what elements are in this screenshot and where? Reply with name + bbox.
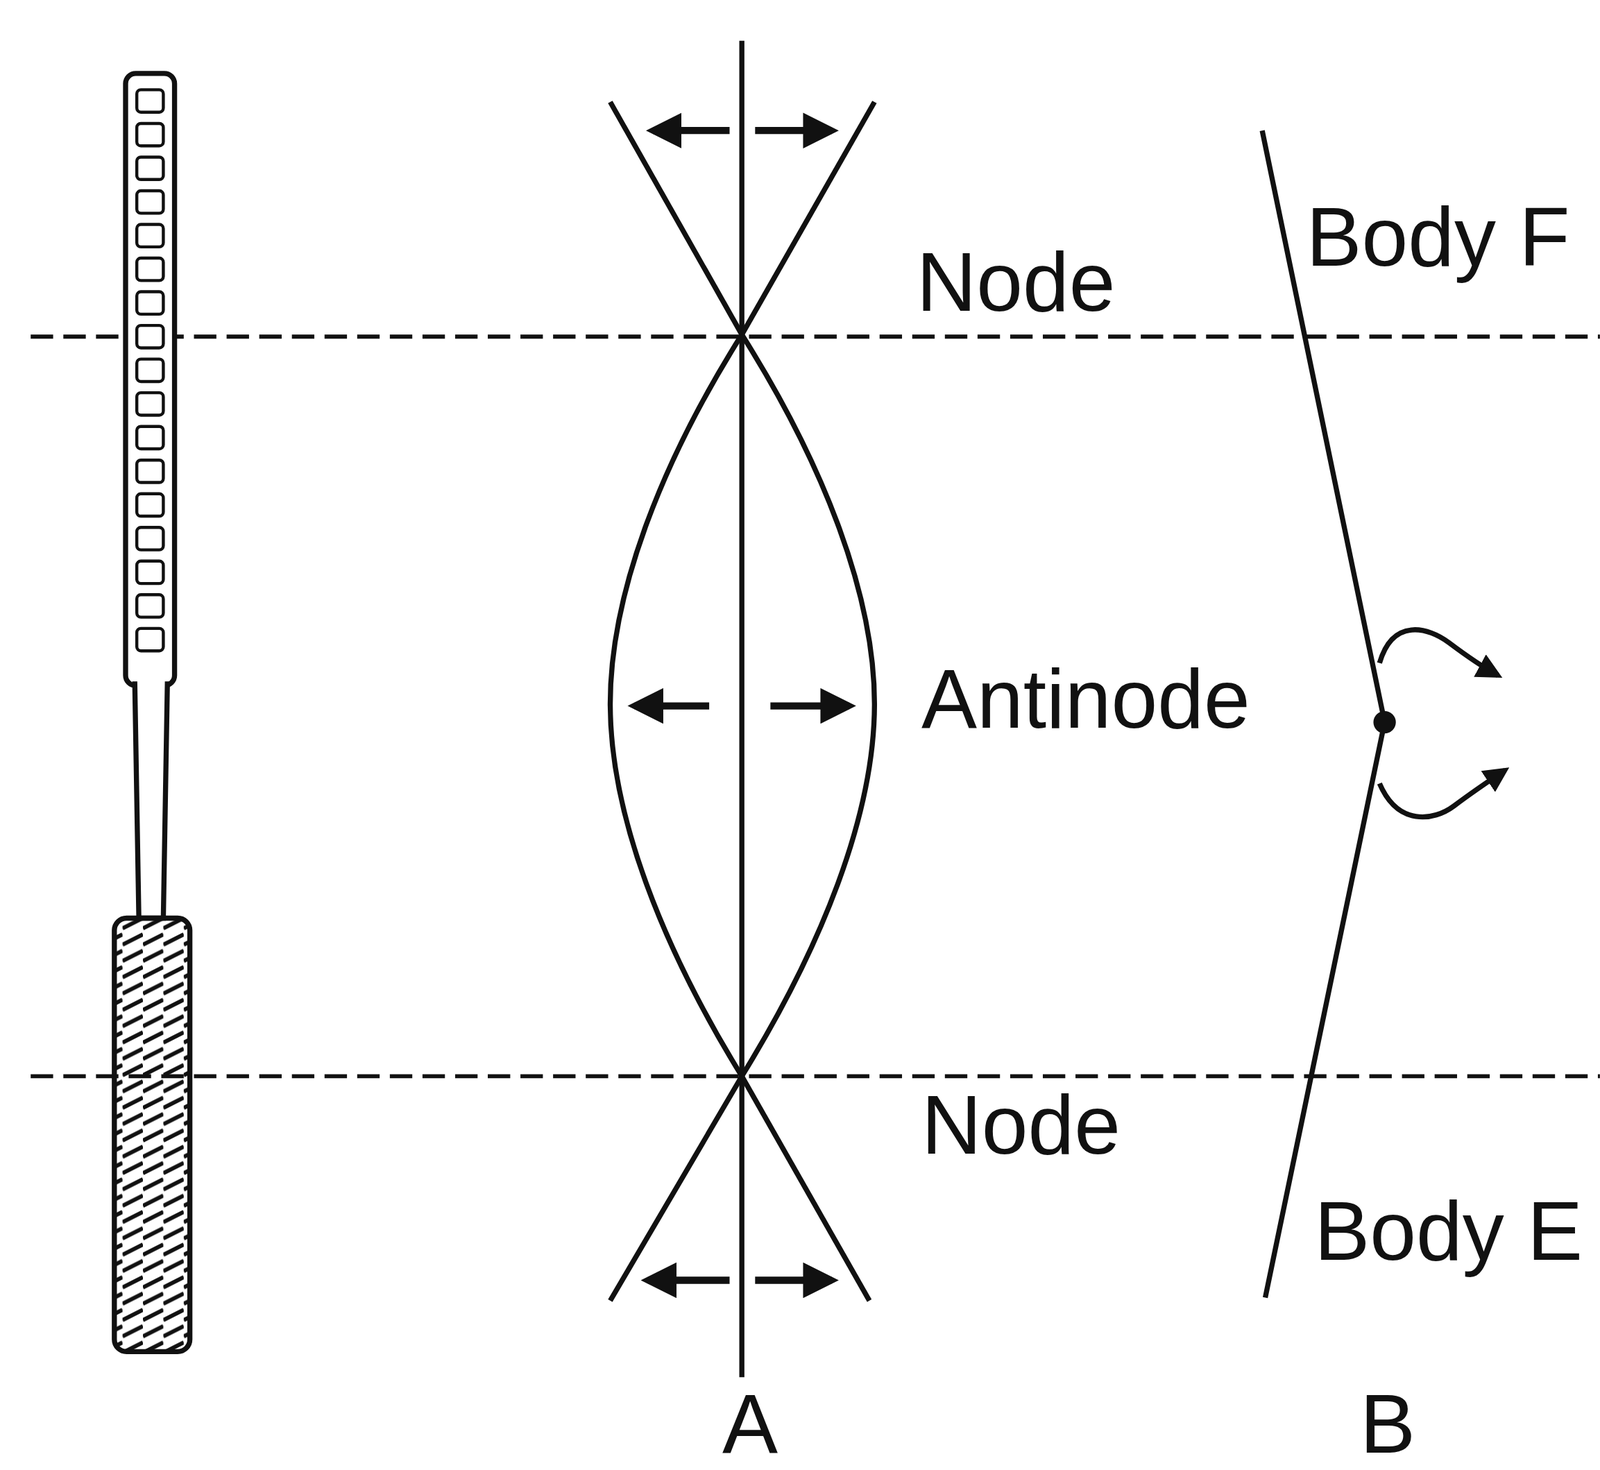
rotation-arrow — [1379, 630, 1505, 818]
tuning-fork — [114, 73, 191, 1353]
body-label: Body E — [1314, 1189, 1583, 1273]
vibration-arrow — [634, 130, 850, 1281]
body-label: Body F — [1305, 194, 1570, 279]
figure-letter: A — [722, 1382, 778, 1466]
pivot-dot — [1373, 711, 1396, 734]
body-line — [1262, 130, 1385, 1298]
standing-wave — [609, 40, 875, 1378]
node-label: Node — [921, 1083, 1121, 1167]
figure-letter: B — [1359, 1382, 1416, 1466]
antinode-label: Antinode — [921, 657, 1251, 741]
node-label: Node — [916, 240, 1116, 324]
node-line — [30, 336, 1600, 1077]
